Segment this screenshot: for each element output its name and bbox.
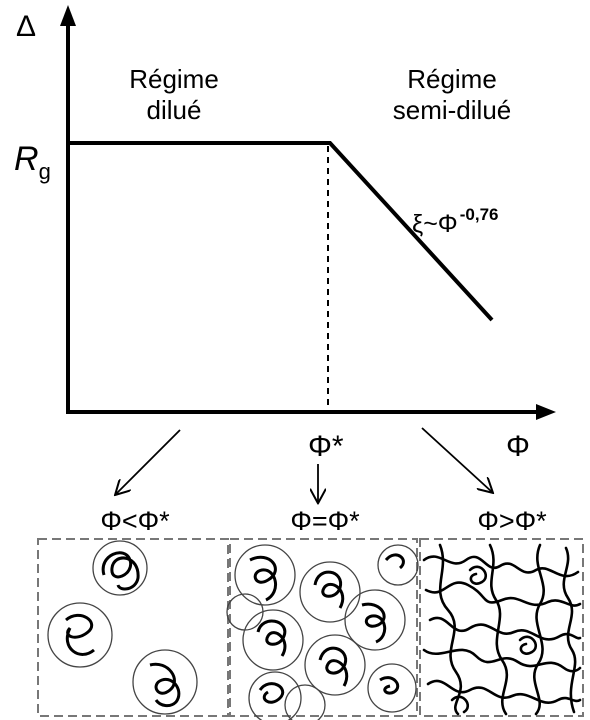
polymer-coil [132,649,198,715]
arrow-to-semidilute [421,427,492,492]
semidilute-regime-label-line2: semi-dilué [393,95,512,125]
axes: Δ Φ [16,5,556,463]
polymer-coil [299,561,361,623]
phi-star-label: Φ* [308,430,344,463]
polymer-coil [92,540,148,596]
polymer-coil [344,589,406,651]
condition-equal: Φ=Φ* [290,506,360,536]
x-axis-arrowhead [536,404,556,420]
condition-below: Φ<Φ* [100,506,170,536]
polymer-coil [284,684,326,720]
rg-subscript: g [39,159,51,184]
semidilute-panel [419,538,584,717]
scaling-law-exponent: -0,76 [460,205,499,224]
polymer-coil [226,593,264,631]
polymer-coil [367,663,417,713]
dilute-regime-label-line2: dilué [147,95,202,125]
entangled-chains [422,543,582,716]
polymer-coil [47,602,113,668]
semidilute-panel-border [419,538,584,717]
y-axis-label: Δ [16,10,36,43]
condition-above: Φ>Φ* [477,506,547,536]
arrow-to-dilute [116,429,181,494]
polymer-coil [248,671,302,720]
dilute-panel [37,538,229,717]
x-axis-label: Φ [506,430,530,463]
rg-main: R [14,140,39,178]
semidilute-regime-label-line1: Régime [407,64,497,94]
scaling-law: ξ~Φ-0,76 [412,205,499,238]
polymer-coil [304,634,366,696]
dilute-regime-label-line1: Régime [129,64,219,94]
size-curve [68,141,494,322]
scaling-law-base: ξ~Φ [412,210,458,238]
polymer-coil [242,609,304,671]
polymer-coil [234,544,296,606]
polymer-coil [377,544,419,586]
overlap-panel [226,538,419,720]
y-axis-arrowhead [60,5,76,26]
rg-label: Rg [14,140,51,184]
dilute-panel-border [37,538,229,717]
